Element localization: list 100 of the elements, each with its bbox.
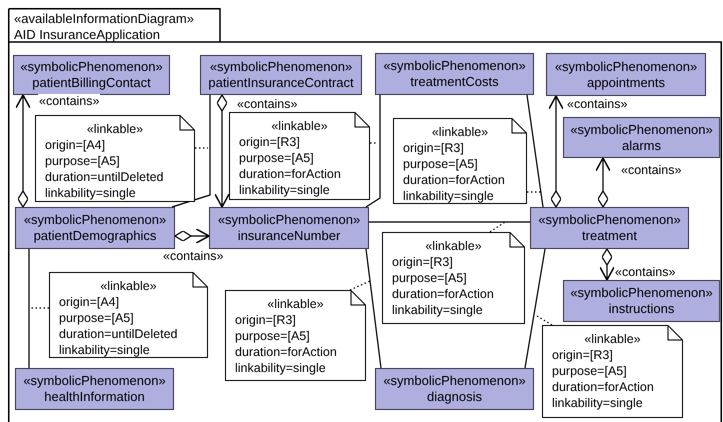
frame-label: AID InsuranceApplication	[14, 27, 161, 43]
property-text: origin=[R3]	[239, 134, 301, 150]
class-box	[563, 117, 720, 158]
aggregation-arrow	[599, 248, 615, 281]
stereotype-label: «symbolicPhenomenon»	[383, 373, 526, 389]
property-text: purpose=[A5]	[403, 156, 479, 172]
edge-label: «contains»	[620, 163, 682, 177]
property-text: duration=forAction	[239, 166, 342, 182]
property-text: linkability=single	[403, 188, 495, 204]
leader-line	[370, 142, 378, 144]
note-box	[542, 325, 683, 418]
stereotype-label: «symbolicPhenomenon»	[24, 212, 166, 228]
edge-label: «contains»	[566, 97, 628, 111]
note-box	[382, 232, 525, 324]
stereotype-label: «linkable»	[424, 238, 483, 254]
stereotype-label: «symbolicPhenomenon»	[383, 58, 526, 74]
edge-label: «contains»	[236, 97, 298, 111]
property-text: purpose=[A5]	[392, 270, 468, 286]
stereotype-label: «linkable»	[430, 124, 490, 140]
note-box	[35, 115, 195, 202]
association-line	[526, 94, 544, 208]
aggregation-arrow	[595, 157, 611, 208]
property-text: linkability=single	[239, 182, 331, 198]
edge-label: «contains»	[614, 265, 676, 279]
property-text: linkability=single	[45, 185, 137, 201]
leader-line	[30, 307, 49, 309]
aggregation-arrow	[214, 94, 230, 208]
stereotype-label: «symbolicPhenomenon»	[570, 122, 713, 138]
class-name: patientBillingContact	[32, 75, 151, 91]
property-text: linkability=single	[59, 342, 151, 358]
note-box	[225, 290, 366, 381]
edge-label: «contains»	[162, 249, 224, 263]
stereotype-label: «linkable»	[583, 331, 642, 347]
association-line	[524, 248, 546, 368]
property-text: linkability=single	[552, 395, 644, 411]
diagram-frame	[8, 8, 722, 422]
note-box	[49, 272, 208, 358]
property-text: duration=untilDeleted	[59, 326, 178, 342]
property-text: linkability=single	[392, 302, 484, 318]
property-text: purpose=[A5]	[235, 328, 311, 344]
class-name: instructions	[608, 301, 674, 317]
property-text: linkability=single	[235, 360, 327, 376]
property-text: duration=untilDeleted	[45, 169, 164, 185]
edge-label: «contains»	[38, 94, 100, 108]
class-box	[13, 55, 170, 95]
class-name: treatment	[582, 228, 637, 244]
class-box	[15, 368, 174, 410]
leader-line	[195, 147, 208, 149]
stereotype-label: «linkable»	[270, 118, 329, 134]
aggregation-arrow	[174, 228, 210, 244]
property-text: origin=[A4]	[59, 294, 120, 310]
class-name: patientInsuranceContract	[208, 75, 354, 91]
class-box	[375, 368, 534, 410]
class-box	[530, 207, 689, 249]
class-name: appointments	[586, 74, 666, 90]
class-name: patientDemographics	[34, 228, 156, 244]
property-text: purpose=[A5]	[59, 310, 135, 326]
property-text: duration=forAction	[235, 344, 338, 360]
property-text: duration=forAction	[403, 172, 506, 188]
property-text: origin=[R3]	[403, 140, 465, 156]
stereotype-label: «linkable»	[266, 296, 325, 312]
stereotype-label: «availableInformationDiagram»	[14, 11, 194, 27]
stereotype-label: «symbolicPhenomenon»	[570, 285, 713, 301]
stereotype-label: «symbolicPhenomenon»	[554, 58, 698, 74]
property-text: duration=forAction	[392, 286, 495, 302]
class-box	[15, 207, 175, 249]
aggregation-arrow	[548, 95, 564, 208]
class-name: insuranceNumber	[238, 228, 340, 244]
class-box	[209, 207, 369, 249]
stereotype-label: «symbolicPhenomenon»	[20, 59, 163, 75]
class-box	[200, 55, 362, 95]
property-text: origin=[A4]	[45, 137, 106, 153]
class-name: diagnosis	[427, 389, 482, 405]
stereotype-label: «symbolicPhenomenon»	[210, 59, 352, 75]
stereotype-label: «symbolicPhenomenon»	[23, 373, 166, 389]
property-text: purpose=[A5]	[239, 150, 315, 166]
property-text: origin=[R3]	[392, 254, 454, 270]
stereotype-label: «linkable»	[86, 121, 144, 137]
stereotype-label: «linkable»	[99, 278, 158, 294]
association-line	[28, 249, 30, 368]
leader-line	[350, 280, 370, 291]
property-text: purpose=[A5]	[552, 363, 628, 379]
association-line	[172, 95, 211, 208]
class-name: alarms	[622, 138, 661, 154]
property-text: duration=forAction	[552, 379, 655, 395]
association-line	[369, 221, 530, 223]
class-name: treatmentCosts	[410, 74, 499, 90]
stereotype-label: «symbolicPhenomenon»	[218, 212, 360, 228]
leader-line	[536, 315, 552, 326]
property-text: origin=[R3]	[235, 312, 297, 328]
note-box	[229, 112, 370, 200]
note-box	[393, 118, 527, 204]
stereotype-label: «symbolicPhenomenon»	[538, 212, 681, 228]
aggregation-arrow	[15, 94, 31, 208]
leader-line	[527, 191, 541, 193]
class-name: healthInformation	[44, 389, 145, 405]
class-box	[546, 53, 706, 96]
association-line	[365, 248, 382, 368]
association-line	[366, 95, 381, 208]
class-box	[375, 53, 534, 95]
